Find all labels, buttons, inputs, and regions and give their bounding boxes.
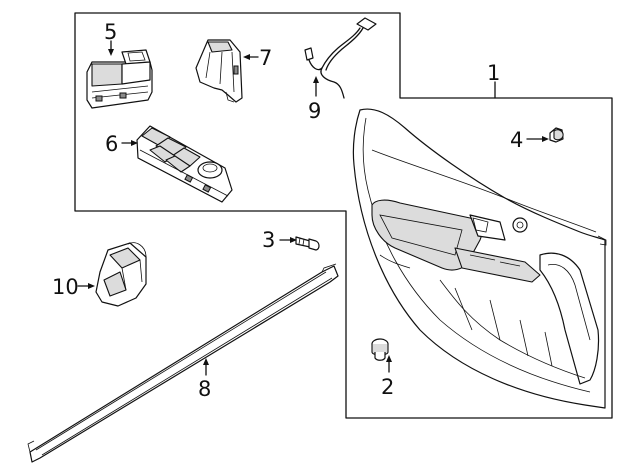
callout-2: 2 [381,375,394,399]
callout-3: 3 [262,228,275,252]
arrowhead-3 [290,237,297,243]
switch-group-frame [74,12,613,419]
arrowhead-4 [542,136,549,142]
clip-icon [371,338,389,361]
clip-icon [549,127,564,143]
arrowhead-7 [243,54,250,60]
callout-4: 4 [510,128,523,152]
bracket-icon [95,242,147,307]
callout-10: 10 [52,275,79,299]
callout-8: 8 [198,377,211,401]
arrowhead-2 [386,355,392,362]
callout-7: 7 [259,46,272,70]
callout-5: 5 [104,20,117,44]
switch-bezel-icon [195,39,243,103]
weatherstrip-icon [27,263,339,463]
arrowhead-10 [88,283,95,289]
window-switch-icon [136,125,233,203]
arrowhead-9 [313,76,319,83]
callout-6: 6 [105,132,118,156]
callout-9: 9 [308,99,321,123]
door-trim-panel-icon [352,108,607,409]
screw-icon [295,236,320,251]
arrowhead-5 [108,49,114,56]
callout-1: 1 [487,61,500,85]
switch-icon [86,49,153,109]
arrowhead-6 [131,140,138,146]
arrowhead-8 [203,358,209,365]
wiring-harness-icon [304,17,377,99]
